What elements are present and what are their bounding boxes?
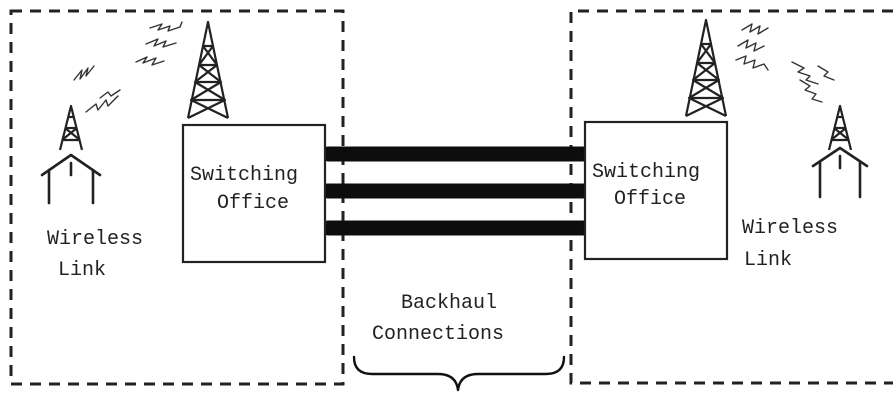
left-wireless-link-label-line2: Link — [58, 259, 106, 282]
backhaul-label-line1: Backhaul — [401, 292, 497, 315]
left-radio-waves-icon — [73, 21, 183, 113]
right-wireless-link-label-line1: Wireless — [742, 217, 838, 240]
left-office-label-line1: Switching — [190, 164, 298, 187]
right-office-label-line2: Office — [614, 188, 686, 211]
left-cell-site-icon — [40, 104, 102, 205]
right-wireless-link-label-line2: Link — [744, 249, 792, 272]
right-office-tower-icon — [684, 18, 728, 117]
backhaul-label-line2: Connections — [372, 323, 504, 346]
left-wireless-link-label-line1: Wireless — [47, 228, 143, 251]
right-radio-waves-icon — [735, 23, 835, 103]
backhaul-brace — [352, 355, 566, 392]
right-office-label-line1: Switching — [592, 161, 700, 184]
left-switching-office: Switching Office — [181, 123, 327, 264]
right-office-box — [583, 120, 729, 261]
left-office-box — [181, 123, 327, 264]
left-office-label-line2: Office — [217, 192, 289, 215]
right-switching-office: Switching Office — [583, 120, 729, 261]
left-office-tower-icon — [186, 20, 230, 119]
backhaul-cables — [320, 146, 591, 236]
right-cell-site-icon — [811, 104, 869, 199]
right-site-boundary — [569, 9, 893, 385]
